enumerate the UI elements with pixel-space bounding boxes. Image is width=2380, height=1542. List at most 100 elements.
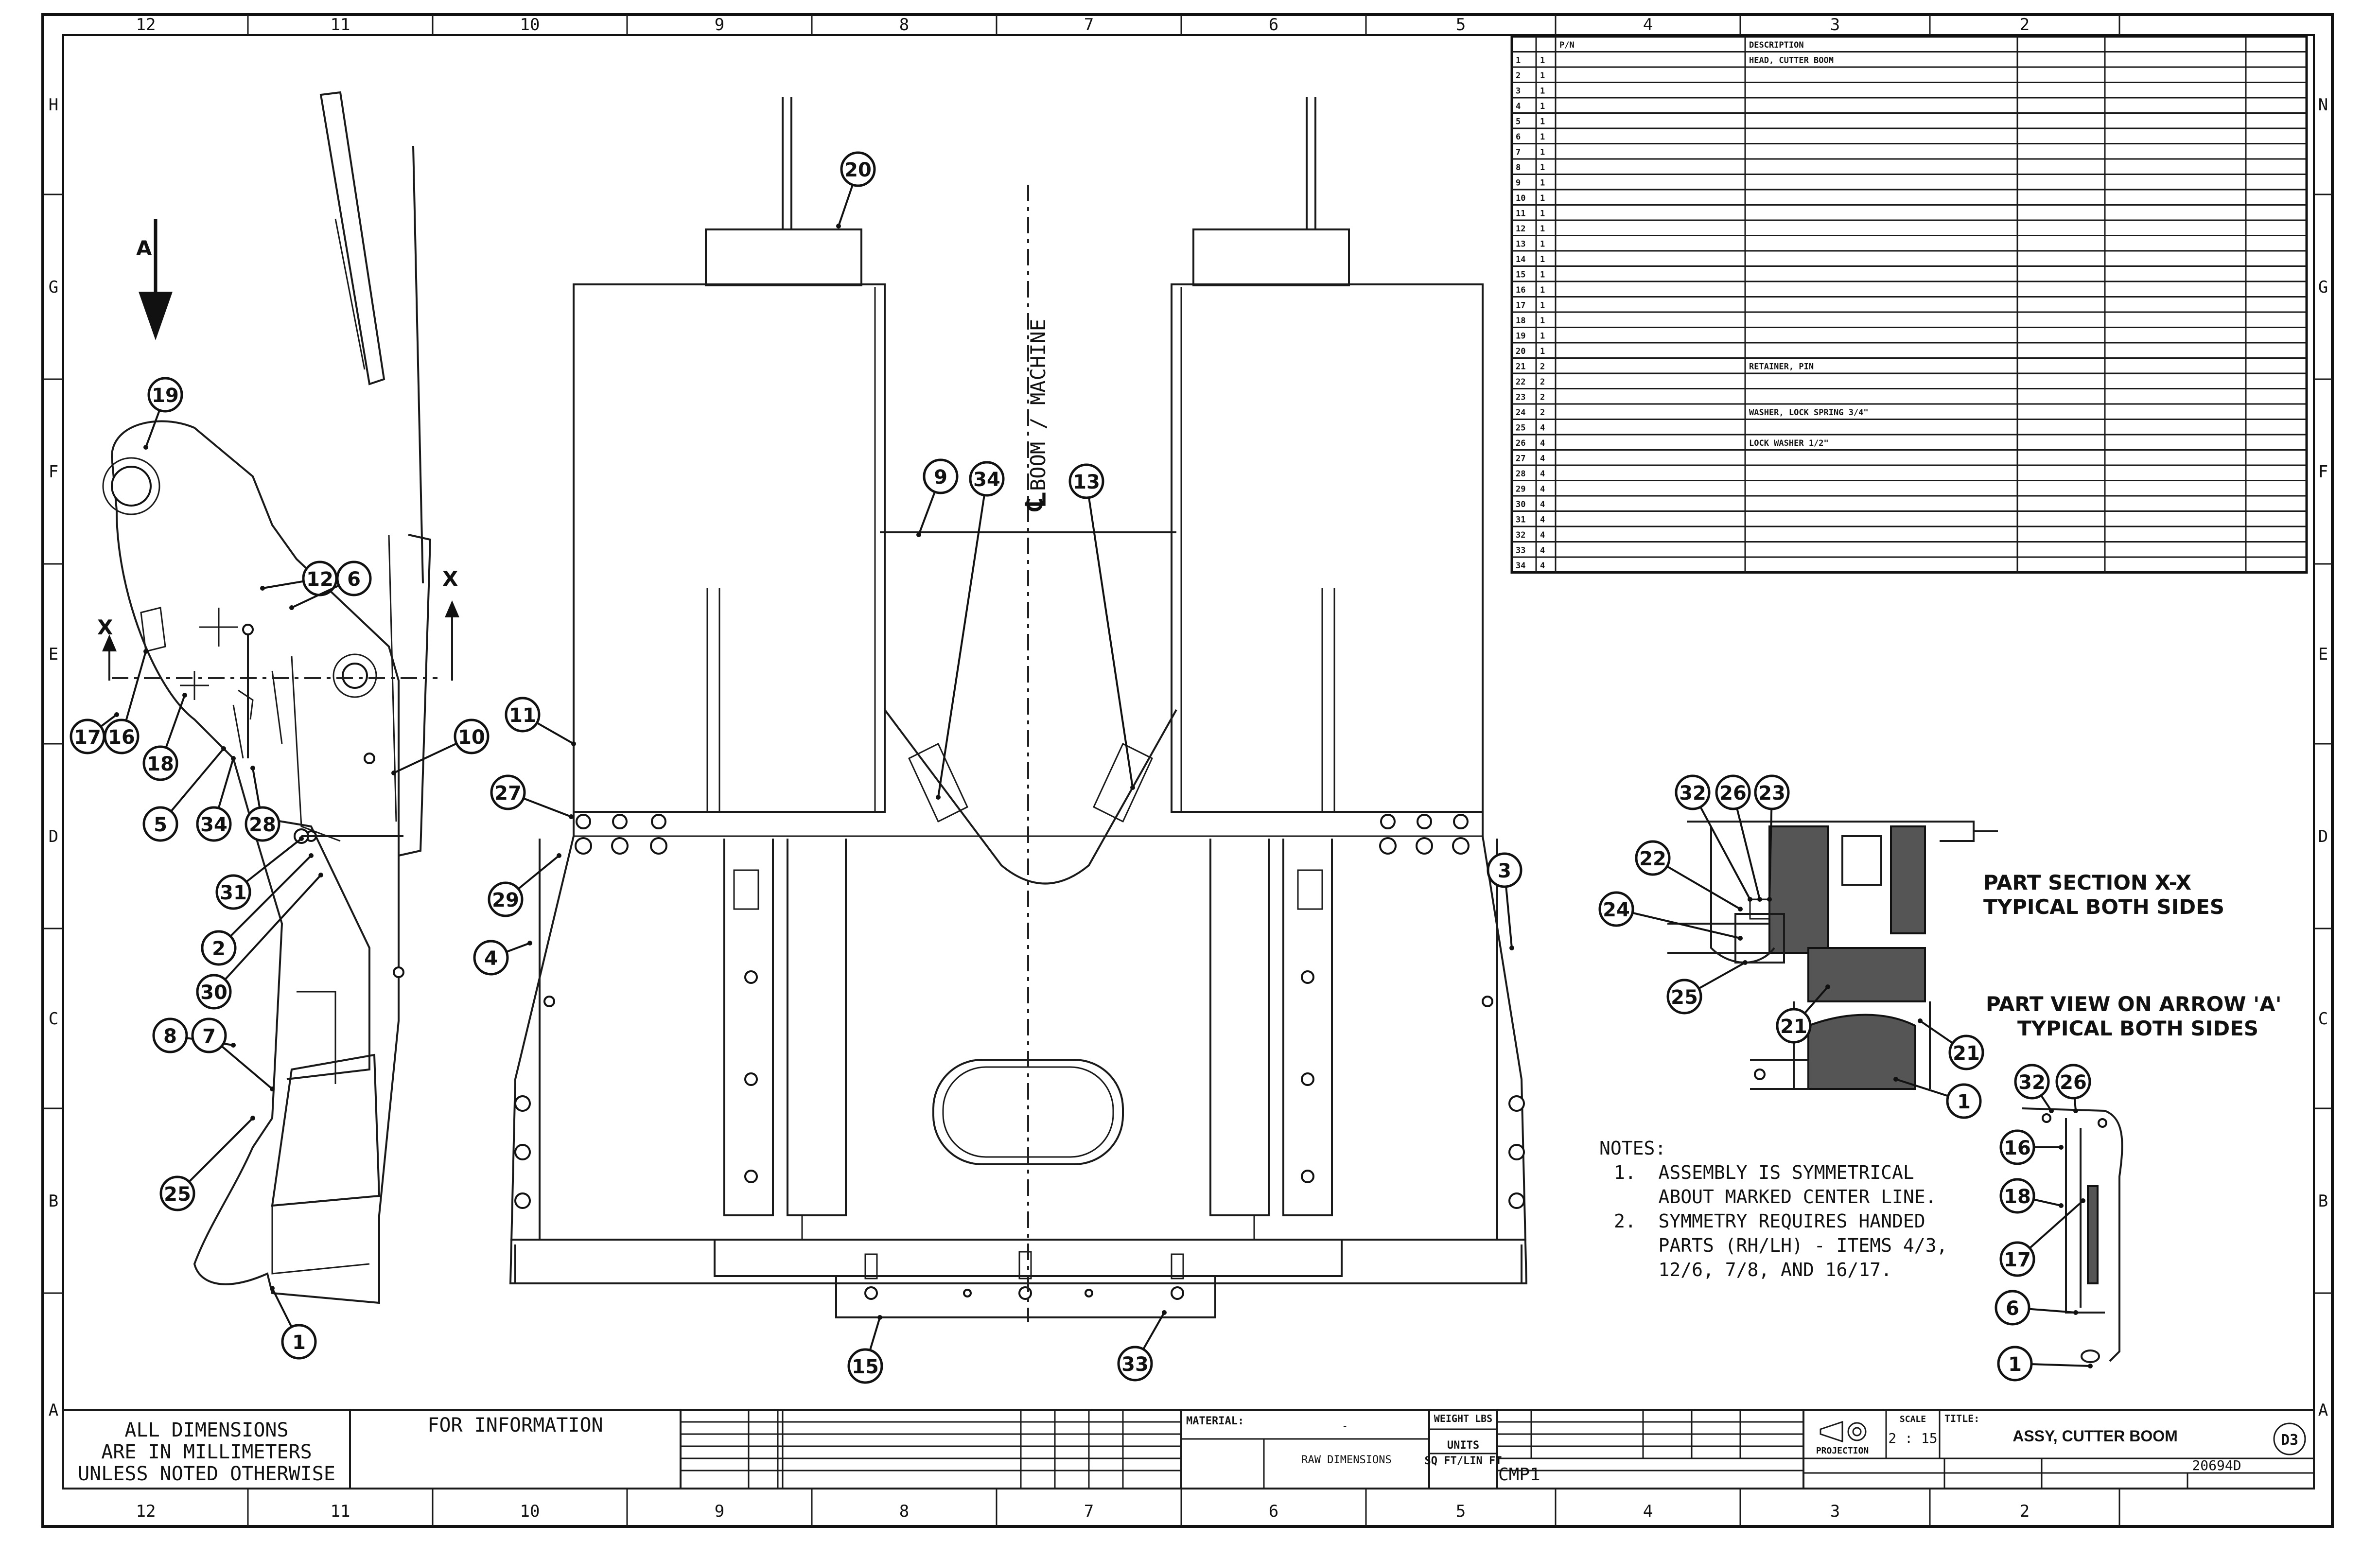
balloon-leader (937, 478, 988, 798)
notes-block: NOTES: 1. ASSEMBLY IS SYMMETRICAL ABOUT … (1599, 1138, 1947, 1280)
svg-text:34: 34 (200, 814, 228, 836)
cmp-label: CMP1 (1498, 1465, 1540, 1485)
zone-label-bottom: 3 (1830, 1502, 1840, 1521)
parts-list-cell: 4 (1516, 102, 1521, 111)
parts-list-cell: 28 (1516, 469, 1525, 479)
item-balloon: 6 (1995, 1290, 2030, 1326)
parts-list-cell: 26 (1516, 438, 1525, 448)
zone-label-top: 6 (1269, 15, 1278, 35)
svg-text:17: 17 (2004, 1249, 2031, 1271)
svg-text:11: 11 (509, 704, 536, 727)
item-balloon: 7 (191, 1017, 227, 1053)
section-x-x-view (1667, 821, 1998, 1090)
note-line: ABOUT MARKED CENTER LINE. (1614, 1186, 1936, 1208)
inner-border (62, 34, 2315, 1489)
zone-label-top: 2 (2020, 15, 2030, 35)
parts-list-cell: 1 (1540, 285, 1545, 295)
zone-label-bottom: 4 (1643, 1502, 1653, 1521)
parts-list-cell: 1 (1540, 117, 1545, 127)
svg-text:25: 25 (1671, 986, 1698, 1009)
item-balloon: 34 (196, 806, 232, 842)
item-balloon: 29 (488, 881, 524, 917)
parts-list-cell: 16 (1516, 285, 1525, 295)
zone-label-top: 11 (331, 15, 350, 35)
item-balloon: 1 (281, 1324, 317, 1360)
item-balloon: 23 (1754, 774, 1790, 810)
svg-text:22: 22 (1639, 848, 1666, 870)
weight-label: WEIGHT LBS (1434, 1413, 1492, 1424)
item-balloon: 13 (1068, 463, 1104, 499)
zone-label-top: 3 (1830, 15, 1840, 35)
dimensions-note-line3: UNLESS NOTED OTHERWISE (78, 1463, 335, 1485)
zone-label-left: F (49, 462, 58, 482)
parts-list-cell: 1 (1540, 224, 1545, 234)
zone-label-left: C (49, 1009, 58, 1029)
arrow-view-title-line1: PART VIEW ON ARROW 'A' (1986, 992, 2281, 1016)
parts-list-header-cell: DESCRIPTION (1749, 40, 1804, 50)
svg-text:1: 1 (292, 1332, 306, 1354)
parts-list-cell: 11 (1516, 209, 1525, 219)
centerline-label: BOOM / MACHINE (1026, 319, 1050, 491)
parts-list-cell: RETAINER, PIN (1749, 362, 1814, 372)
section-mark-left: X (97, 615, 113, 639)
for-information-label: FOR INFORMATION (427, 1414, 603, 1437)
parts-list-cell: 32 (1516, 530, 1525, 540)
zone-label-left: G (49, 278, 58, 297)
zone-label-bottom: 11 (331, 1502, 350, 1521)
item-balloon: 32 (1675, 774, 1711, 810)
note-line: 2. SYMMETRY REQUIRES HANDED (1614, 1210, 1925, 1232)
section-title-line1: PART SECTION X-X (1983, 871, 2191, 894)
parts-list-cell: 1 (1540, 332, 1545, 341)
parts-list-cell: WASHER, LOCK SPRING 3/4" (1749, 408, 1869, 418)
zone-label-bottom: 9 (715, 1502, 724, 1521)
units-label: UNITS (1447, 1439, 1479, 1452)
parts-list-cell: 1 (1540, 301, 1545, 311)
zone-label-bottom: 10 (520, 1502, 540, 1521)
svg-text:26: 26 (1719, 782, 1747, 805)
svg-text:23: 23 (1758, 782, 1785, 805)
parts-list-cell: 2 (1540, 393, 1545, 403)
balloon-leader (1616, 908, 1741, 939)
parts-list-cell: 33 (1516, 546, 1525, 556)
svg-text:18: 18 (147, 753, 174, 775)
zone-label-right: E (2318, 645, 2328, 664)
projection-symbol-icon (1820, 1420, 1867, 1443)
svg-text:32: 32 (1679, 782, 1706, 805)
section-mark-right: X (442, 567, 458, 591)
svg-text:1: 1 (2008, 1353, 2022, 1376)
parts-list-cell: 1 (1540, 102, 1545, 111)
top-bolt-row (575, 814, 1470, 855)
parts-list-cell: 1 (1540, 240, 1545, 249)
parts-list-cell: 8 (1516, 163, 1521, 173)
parts-list-cell: 4 (1540, 546, 1545, 556)
item-balloon: 24 (1598, 891, 1634, 927)
svg-text:33: 33 (1121, 1353, 1149, 1376)
side-view-boom: A X X (97, 91, 459, 1304)
item-balloon: 1 (1997, 1346, 2033, 1382)
item-balloon: 26 (1715, 774, 1751, 810)
svg-text:27: 27 (494, 782, 522, 805)
parts-list-cell: 1 (1540, 178, 1545, 188)
item-balloon: 25 (159, 1175, 195, 1211)
svg-text:17: 17 (74, 726, 101, 749)
raw-dimensions-label: RAW DIMENSIONS (1301, 1454, 1391, 1466)
projection-label: PROJECTION (1816, 1446, 1869, 1456)
parts-list-cell: 17 (1516, 301, 1525, 311)
item-balloon: 34 (969, 461, 1005, 497)
item-balloon: 33 (1117, 1346, 1153, 1382)
parts-list-cell: 1 (1540, 148, 1545, 158)
zone-label-top: 10 (520, 15, 540, 35)
svg-text:19: 19 (152, 385, 179, 407)
parts-list-cell: 12 (1516, 224, 1525, 234)
item-balloon: 10 (454, 718, 490, 754)
item-balloon: 22 (1635, 840, 1671, 876)
item-balloon: 2 (201, 930, 237, 966)
note-line: 1. ASSEMBLY IS SYMMETRICAL (1614, 1162, 1914, 1183)
svg-text:21: 21 (1953, 1042, 1980, 1065)
svg-text:13: 13 (1073, 471, 1100, 493)
balloon-leader (1085, 481, 1134, 788)
parts-list-cell: 19 (1516, 332, 1525, 341)
